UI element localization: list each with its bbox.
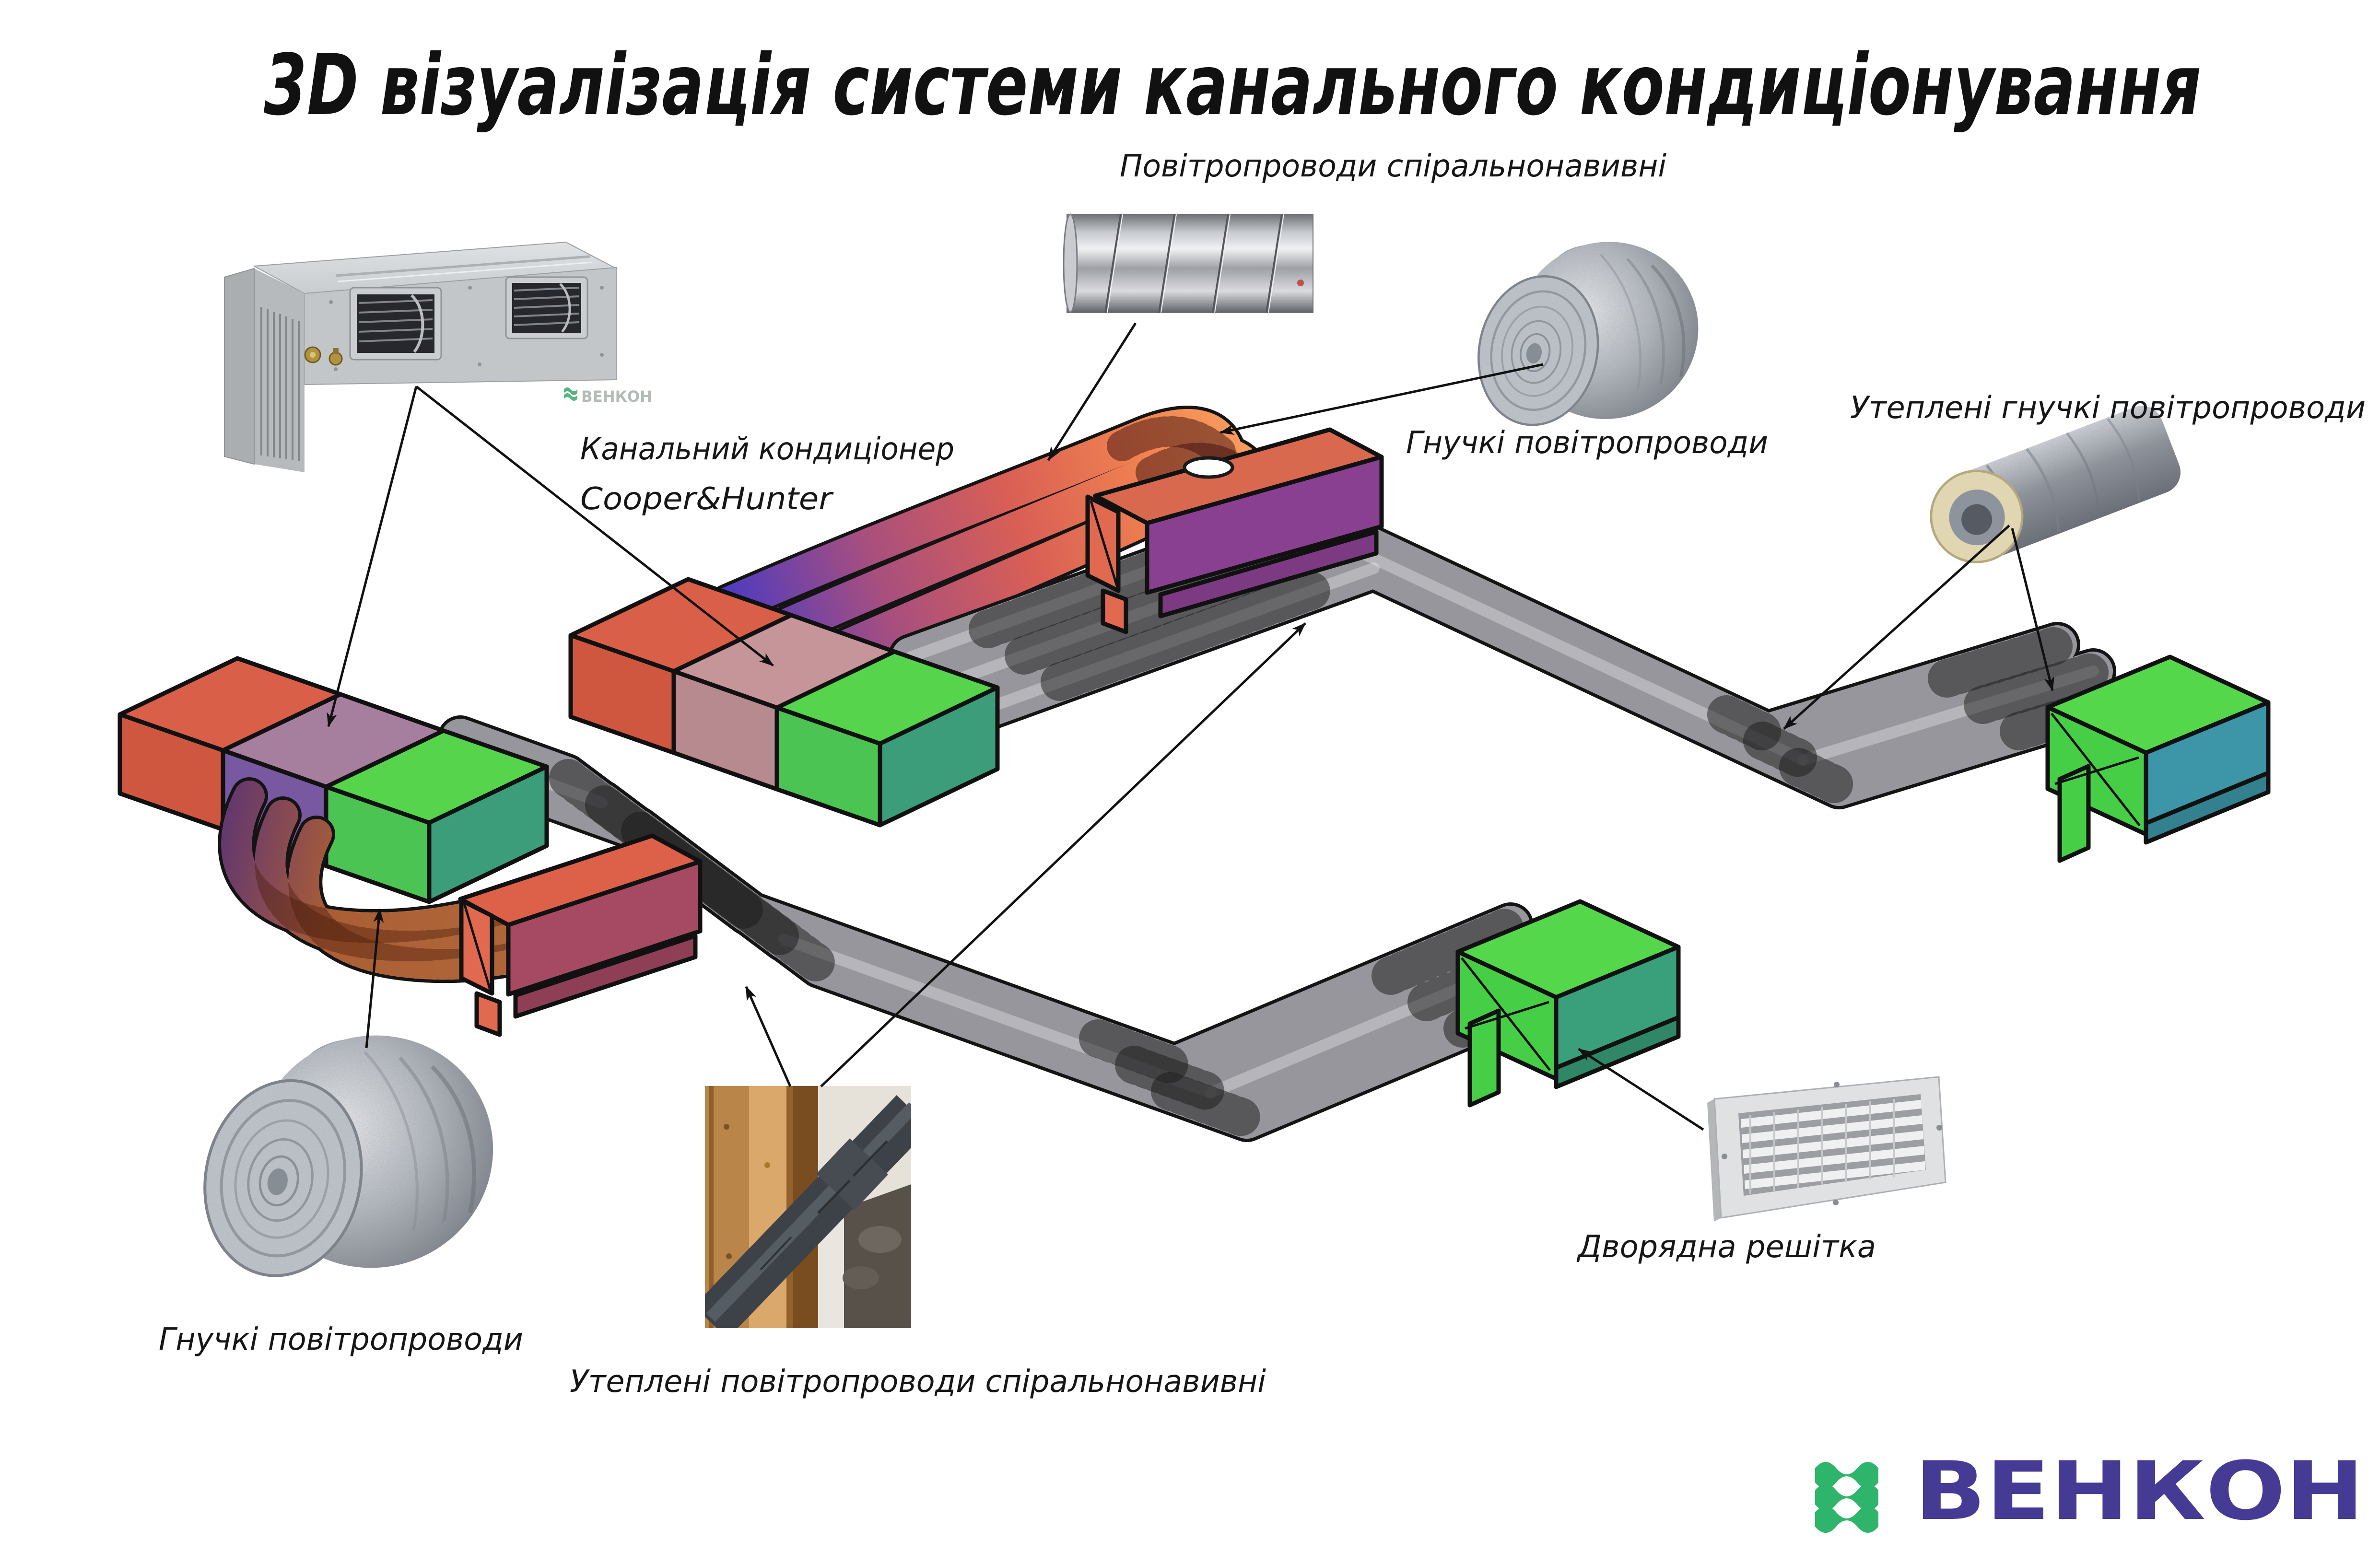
label-spiral-ducts: Повітропроводи спіральнонавивні	[1120, 149, 1666, 184]
duct-ac-unit-photo: ВЕНКОН	[224, 241, 652, 472]
flexible-duct-photo-bottom	[187, 1004, 523, 1299]
leader-insulated-flex-2	[2011, 528, 2054, 691]
flexible-duct-photo-top	[1465, 218, 1721, 443]
fan-grille	[349, 287, 442, 361]
leader-flex-bottom	[365, 908, 384, 1049]
air-outlet-bottom	[1455, 899, 1681, 1108]
label-double-row-grille: Дворядна решітка	[1576, 1229, 1876, 1265]
supply-plenum-a	[1085, 427, 1384, 634]
supply-plenum-b	[458, 833, 703, 1037]
air-outlet-right	[2045, 654, 2271, 863]
duct-conditioner-unit-a	[568, 577, 1000, 828]
side-vent-slats	[260, 307, 300, 461]
wave-icon	[1815, 1462, 1878, 1533]
grille-slats	[1741, 1100, 1925, 1189]
double-row-grille-photo	[1707, 1076, 1946, 1222]
spiral-seams	[1104, 214, 1284, 313]
refrigerant-valves	[304, 346, 343, 366]
page-title: 3D візуалізація системи канального конди…	[264, 37, 2201, 134]
leader-to-unit-a	[415, 385, 774, 666]
leader-insulated-run-2	[820, 622, 1306, 1087]
leader-insulated-flex-1	[1783, 525, 2010, 730]
venkon-logo: ВЕНКОН	[1815, 1444, 2364, 1538]
photo-watermark: ВЕНКОН	[564, 387, 652, 406]
label-insulated-spiral-ducts: Утеплені повітропроводи спіральнонавивні	[570, 1364, 1266, 1400]
spiral-duct-photo	[1063, 213, 1313, 313]
photo-red-mark	[1297, 280, 1304, 286]
leader-insulated-run-1	[745, 986, 792, 1087]
leader-spiral-duct	[1047, 322, 1137, 461]
fan-grille	[505, 276, 588, 339]
label-flexible-ducts: Гнучкі повітропроводи	[1406, 425, 1768, 461]
logo-text: ВЕНКОН	[1914, 1444, 2364, 1538]
label-insulated-flexible-ducts: Утеплені гнучкі повітропроводи	[1850, 390, 2366, 426]
insulated-duct	[705, 1095, 911, 1328]
grille-ticks	[1749, 1099, 1895, 1194]
label-duct-conditioner-line2: Cooper&Hunter	[580, 481, 834, 517]
leader-flex-duct	[1219, 363, 1544, 435]
label-flexible-ducts-bottom: Гнучкі повітропроводи	[159, 1322, 523, 1357]
label-duct-conditioner-line1: Канальний кондиціонер	[580, 432, 954, 467]
insulated-flexible-duct-photo	[1930, 406, 2181, 563]
wave-icon	[564, 387, 577, 401]
insulated-duct-run-top	[888, 492, 2152, 809]
leader-to-unit-b	[327, 386, 418, 727]
leader-lines	[327, 322, 2054, 1131]
insulated-duct-photo	[705, 1086, 911, 1328]
photo-watermark-text: ВЕНКОН	[581, 387, 652, 406]
leader-grille	[1578, 1048, 1704, 1131]
plenum-collar	[1183, 456, 1234, 479]
duct-conditioner-unit-b	[117, 656, 549, 904]
